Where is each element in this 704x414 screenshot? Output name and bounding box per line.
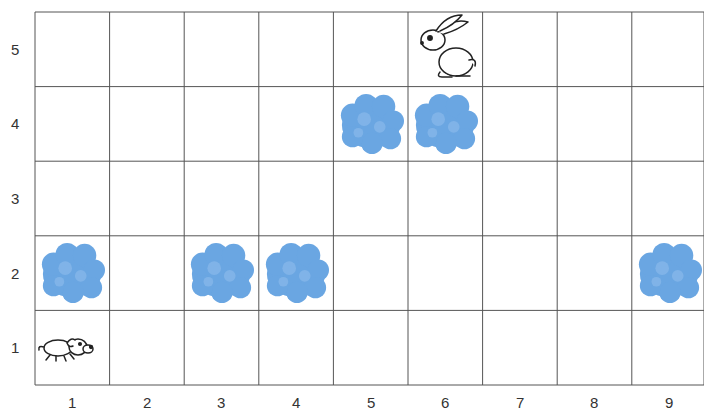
row-number: 4 [11, 116, 19, 131]
dog-figure [39, 339, 93, 361]
rabbit-figure [421, 15, 476, 77]
cloud-obstacles [42, 94, 702, 303]
row-number: 5 [11, 42, 19, 57]
row-number: 2 [11, 266, 19, 281]
column-number: 6 [441, 395, 449, 410]
column-number: 1 [68, 395, 76, 410]
column-number: 8 [590, 395, 598, 410]
column-number: 3 [217, 395, 225, 410]
grid-lines [35, 12, 704, 385]
column-number: 9 [665, 395, 673, 410]
column-number: 2 [143, 395, 151, 410]
row-number: 1 [11, 340, 19, 355]
column-number: 5 [367, 395, 375, 410]
column-number: 4 [292, 395, 300, 410]
row-number: 3 [11, 191, 19, 206]
column-number: 7 [516, 395, 524, 410]
